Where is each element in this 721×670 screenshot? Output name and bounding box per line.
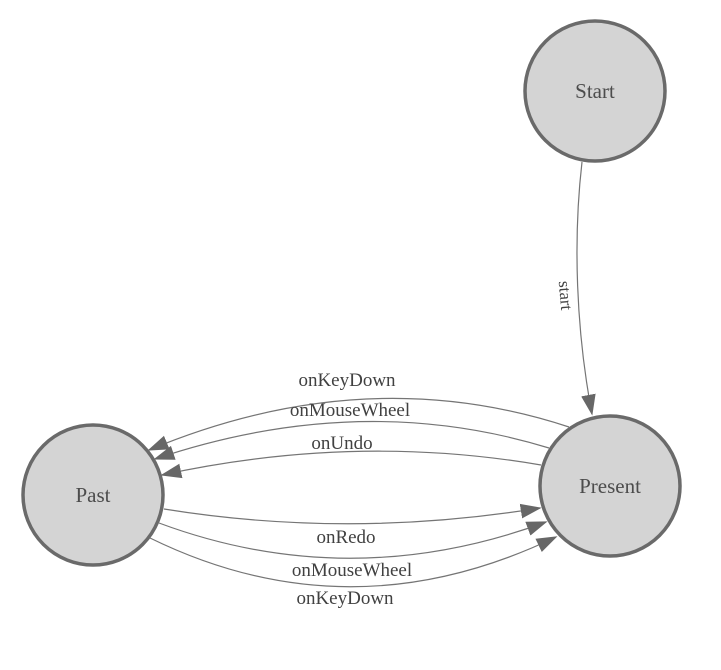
edge-onmousewheel-to-past-line <box>153 420 550 460</box>
state-circle-start[interactable] <box>523 19 667 163</box>
state-circle-present[interactable] <box>538 414 682 558</box>
edge-onmousewheel-to-present-line <box>158 521 548 559</box>
state-node-present[interactable]: Present <box>538 414 682 558</box>
edge-labels-layer: start onKeyDown onMouseWheel onUndo onRedo on… <box>290 280 576 609</box>
edge-onmousewheel-to-past-label: onMouseWheel <box>290 400 410 421</box>
edge-onredo-to-present-label: onRedo <box>316 527 375 548</box>
edge-start-label: start <box>555 280 577 311</box>
edge-onkeydown-to-present-label: onKeyDown <box>296 588 394 609</box>
state-label-past: Past <box>75 483 110 507</box>
edge-onredo-to-present-line <box>163 503 542 525</box>
state-label-start: Start <box>575 79 615 103</box>
edge-onundo-to-past-label: onUndo <box>311 433 372 454</box>
state-node-past[interactable]: Past <box>21 423 165 567</box>
edge-onkeydown-to-past-label: onKeyDown <box>298 370 396 391</box>
state-node-start[interactable]: Start <box>523 19 667 163</box>
state-label-present: Present <box>579 474 641 498</box>
edge-onkeydown-to-present-line <box>149 536 558 588</box>
edge-onkeydown-to-past-line <box>147 397 570 451</box>
state-circle-past[interactable] <box>21 423 165 567</box>
edge-start-line <box>576 161 596 416</box>
edges-layer <box>147 161 596 588</box>
edge-onmousewheel-to-present-label: onMouseWheel <box>292 560 412 581</box>
edge-onundo-to-past-line <box>160 450 542 479</box>
